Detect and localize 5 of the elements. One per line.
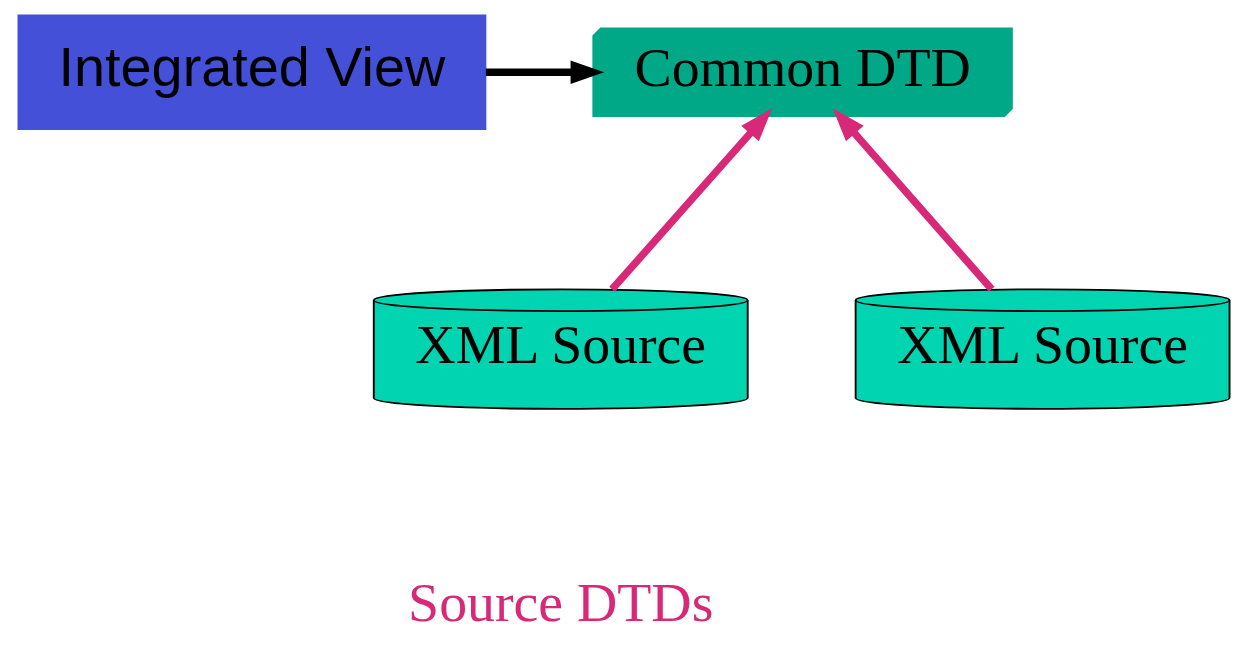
arrow bbox=[832, 108, 995, 292]
arrow bbox=[485, 60, 605, 84]
node-box: Integrated View bbox=[17, 14, 487, 130]
label: Source DTDs bbox=[408, 571, 714, 634]
arrow bbox=[609, 108, 773, 292]
